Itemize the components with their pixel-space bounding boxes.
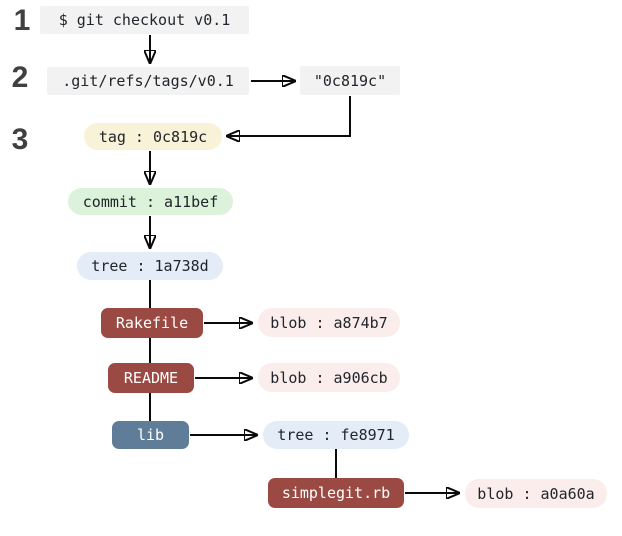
git-checkout-command: $ git checkout v0.1 (40, 6, 249, 34)
ref-path-box: .git/refs/tags/v0.1 (47, 67, 249, 95)
lib-tree-node: tree : fe8971 (263, 421, 409, 449)
simplegit-blob-node: blob : a0a60a (465, 479, 607, 508)
simplegit-entry-node: simplegit.rb (268, 478, 404, 508)
step-number-1: 1 (13, 4, 31, 37)
arrow-value-to-tag (227, 96, 351, 136)
rakefile-entry-node: Rakefile (101, 308, 203, 338)
commit-object-node: commit : a11bef (68, 188, 233, 215)
step-number-2: 2 (11, 61, 29, 94)
lib-directory-node: lib (112, 421, 189, 449)
rakefile-blob-node: blob : a874b7 (258, 308, 400, 337)
ref-value-box: "0c819c" (300, 66, 400, 95)
readme-entry-node: README (108, 363, 194, 393)
root-tree-node: tree : 1a738d (77, 252, 223, 280)
step-number-3: 3 (11, 123, 29, 156)
readme-blob-node: blob : a906cb (258, 363, 400, 392)
tag-object-node: tag : 0c819c (84, 123, 222, 150)
